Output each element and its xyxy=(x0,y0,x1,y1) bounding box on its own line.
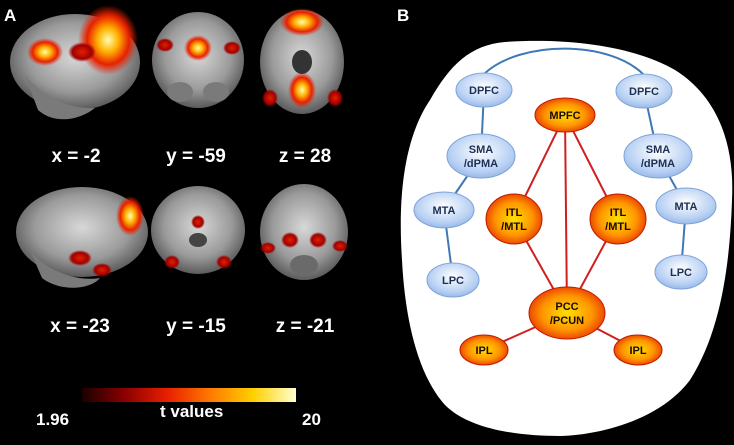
panel-letter-b: B xyxy=(397,6,410,25)
node-ipl-l-label: IPL xyxy=(475,345,492,357)
node-dpfc-l-shape xyxy=(455,72,513,108)
node-ipl-l-shape xyxy=(459,334,509,366)
slice-label-coronal-1: y = -59 xyxy=(166,146,226,167)
node-mpfc-label: MPFC xyxy=(549,110,580,122)
node-itl-l-label: /MTL xyxy=(501,221,527,233)
node-lpc-r-shape xyxy=(654,254,708,290)
slice-label-axial-1: z = 28 xyxy=(278,146,332,167)
node-mta-r-label: MTA xyxy=(674,201,697,213)
node-lpc-l-shape xyxy=(426,262,480,298)
colorbar xyxy=(82,388,296,402)
node-sma-r: SMA/dPMA xyxy=(623,133,693,179)
edge-dpfc-l-dpfc-r xyxy=(483,47,645,76)
node-mta-l-label: MTA xyxy=(432,205,455,217)
node-itl-l: ITL/MTL xyxy=(485,193,543,245)
slice-label-coronal-2: y = -15 xyxy=(166,316,226,337)
node-mta-l-shape xyxy=(413,191,475,229)
node-sma-r-label: SMA xyxy=(646,144,671,156)
slice-label-sagittal-1: x = -2 xyxy=(51,146,101,167)
node-itl-l-label: ITL xyxy=(506,207,523,219)
brain-slices-row2 xyxy=(16,184,348,288)
brain-slice-sagittal-2 xyxy=(16,187,148,277)
node-mpfc-shape xyxy=(534,97,596,133)
node-pcc-shape xyxy=(528,286,606,340)
node-sma-r-shape xyxy=(623,133,693,179)
colorbar-max-label: 20 xyxy=(302,410,321,429)
slice-label-axial-2: z = -21 xyxy=(275,316,335,337)
node-mpfc: MPFC xyxy=(534,97,596,133)
node-dpfc-l-label: DPFC xyxy=(469,85,499,97)
node-pcc: PCC/PCUN xyxy=(528,286,606,340)
node-mta-l: MTA xyxy=(413,191,475,229)
node-dpfc-l: DPFC xyxy=(455,72,513,108)
node-dpfc-r-label: DPFC xyxy=(629,86,659,98)
node-mta-r: MTA xyxy=(655,187,717,225)
node-ipl-r-shape xyxy=(613,334,663,366)
node-dpfc-r-shape xyxy=(615,73,673,109)
colorbar-min-label: 1.96 xyxy=(36,410,70,429)
node-lpc-l-label: LPC xyxy=(442,275,464,287)
node-sma-l-shape xyxy=(446,133,516,179)
node-lpc-l: LPC xyxy=(426,262,480,298)
node-ipl-l: IPL xyxy=(459,334,509,366)
node-itl-r: ITL/MTL xyxy=(589,193,647,245)
node-itl-r-label: /MTL xyxy=(605,221,631,233)
node-sma-l-label: /dPMA xyxy=(464,158,498,170)
node-sma-l: SMA/dPMA xyxy=(446,133,516,179)
brain-slices-row1 xyxy=(10,5,344,120)
edge-mpfc-pcc xyxy=(564,114,568,314)
node-itl-l-shape xyxy=(485,193,543,245)
node-itl-r-shape xyxy=(589,193,647,245)
node-pcc-label: PCC xyxy=(555,301,578,313)
node-ipl-r-label: IPL xyxy=(629,345,646,357)
node-ipl-r: IPL xyxy=(613,334,663,366)
node-lpc-r-label: LPC xyxy=(670,267,692,279)
brain-slice-axial-2 xyxy=(260,184,348,280)
slice-label-sagittal-2: x = -23 xyxy=(50,316,110,337)
brain-slice-coronal-2 xyxy=(151,186,245,274)
node-dpfc-r: DPFC xyxy=(615,73,673,109)
panel-letter-a: A xyxy=(4,6,17,25)
colorbar-title: t values xyxy=(160,402,224,421)
node-sma-r-label: /dPMA xyxy=(641,158,675,170)
node-itl-r-label: ITL xyxy=(610,207,627,219)
node-lpc-r: LPC xyxy=(654,254,708,290)
node-sma-l-label: SMA xyxy=(469,144,494,156)
node-pcc-label: /PCUN xyxy=(550,315,584,327)
node-mta-r-shape xyxy=(655,187,717,225)
